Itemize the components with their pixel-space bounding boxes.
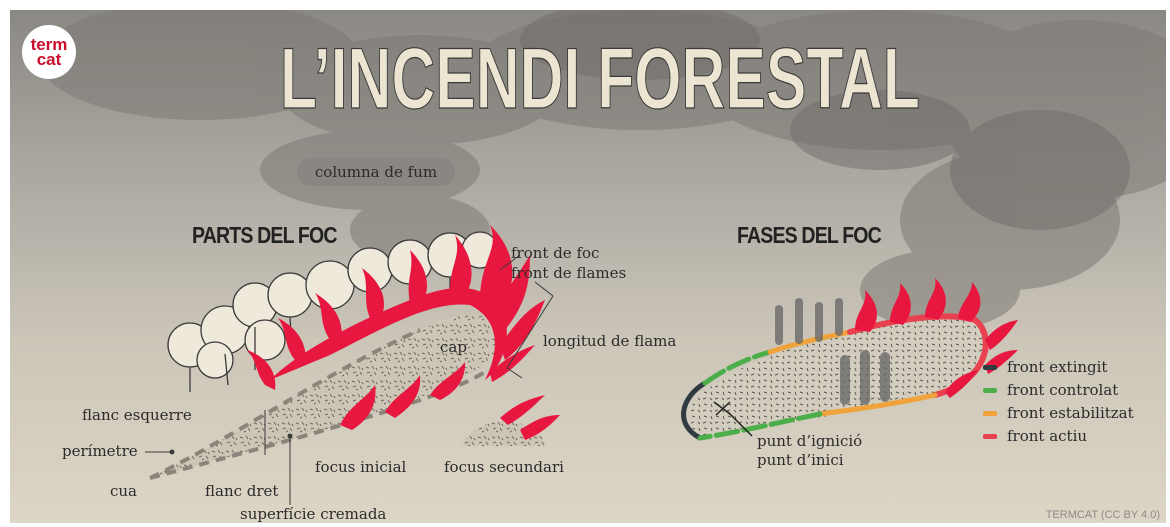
smoke-column-label: columna de fum	[315, 163, 437, 181]
label-flanc-esquerre: flanc esquerre	[82, 406, 192, 424]
secondary-fire	[462, 395, 560, 446]
parts-heading: PARTS DEL FOC	[192, 222, 337, 249]
label-focus-inicial: focus inicial	[315, 458, 406, 476]
label-flanc-dret: flanc dret	[205, 482, 278, 500]
legend-swatch	[983, 411, 997, 416]
title-text: L’INCENDI FORESTAL	[280, 31, 920, 120]
label-perimetre: perímetre	[62, 442, 138, 460]
label-punt-ignicio: punt d’ignició	[757, 432, 862, 450]
main-title: L’INCENDI FORESTAL	[270, 30, 930, 120]
legend-swatch	[983, 434, 997, 439]
label-front-de-foc: front de foc	[511, 244, 599, 262]
label-punt-inici: punt d’inici	[757, 451, 844, 469]
burned-area-phases	[684, 278, 1018, 438]
label-cua: cua	[110, 482, 137, 500]
credit-text: TERMCAT (CC BY 4.0)	[1046, 509, 1160, 521]
label-focus-secundari: focus secundari	[444, 458, 564, 476]
label-cap: cap	[440, 338, 467, 356]
phases-heading: FASES DEL FOC	[737, 222, 881, 249]
smoke-column-label-box: columna de fum	[297, 158, 455, 186]
label-superficie-cremada: superfície cremada	[240, 505, 386, 523]
legend-swatch	[983, 388, 997, 393]
label-front-de-flames: front de flames	[511, 264, 626, 282]
legend-item: front actiu	[983, 427, 1087, 445]
legend-item: front estabilitzat	[983, 404, 1134, 422]
label-longitud-de-flama: longitud de flama	[543, 332, 676, 350]
legend-swatch	[983, 365, 997, 370]
legend-item: front controlat	[983, 381, 1118, 399]
legend-item: front extingit	[983, 358, 1107, 376]
